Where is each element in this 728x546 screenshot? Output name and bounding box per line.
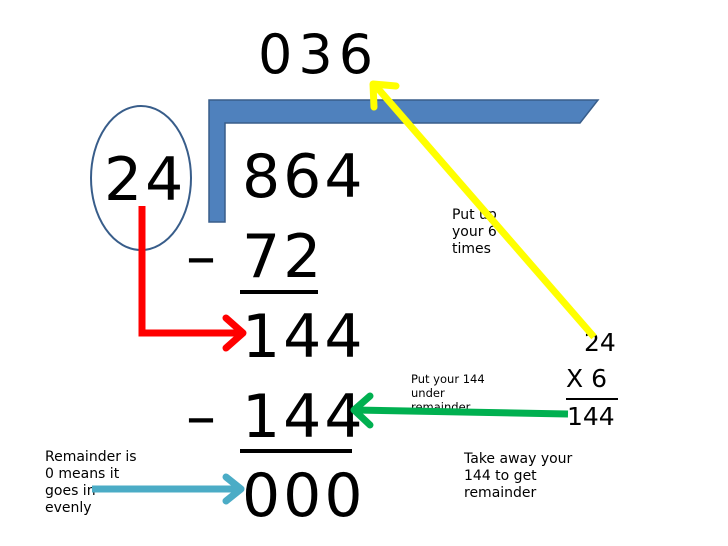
- remainder-1: 144: [242, 302, 366, 372]
- subtraction-line-2: [240, 449, 352, 453]
- note-take-away: Take away your 144 to get remainder: [464, 451, 573, 501]
- final-remainder: 000: [242, 461, 366, 531]
- quotient: 036: [258, 23, 380, 86]
- minus-sign-2: –: [186, 382, 219, 452]
- divisor: 24: [104, 145, 187, 215]
- dividend: 864: [242, 142, 366, 212]
- division-bracket-shape: [208, 99, 600, 223]
- yellow-arrowhead: [369, 80, 400, 111]
- note-remainder-zero: Remainder is 0 means it goes in evenly: [45, 449, 137, 516]
- red-arrow: [138, 206, 242, 337]
- side-calc-line: [566, 398, 618, 400]
- red-arrowhead: [222, 314, 247, 352]
- minus-sign-1: –: [186, 222, 219, 292]
- side-calc-multiplier: X 6: [566, 364, 607, 393]
- green-arrow: [353, 406, 569, 418]
- yellow-arrow: [371, 81, 597, 340]
- side-calc-product: 144: [567, 402, 615, 431]
- subtraction-line-1: [240, 290, 318, 294]
- subtrahend-1: 72: [242, 222, 325, 292]
- subtrahend-2: 144: [242, 382, 366, 452]
- cyan-arrowhead: [222, 473, 245, 505]
- green-arrowhead: [350, 392, 374, 429]
